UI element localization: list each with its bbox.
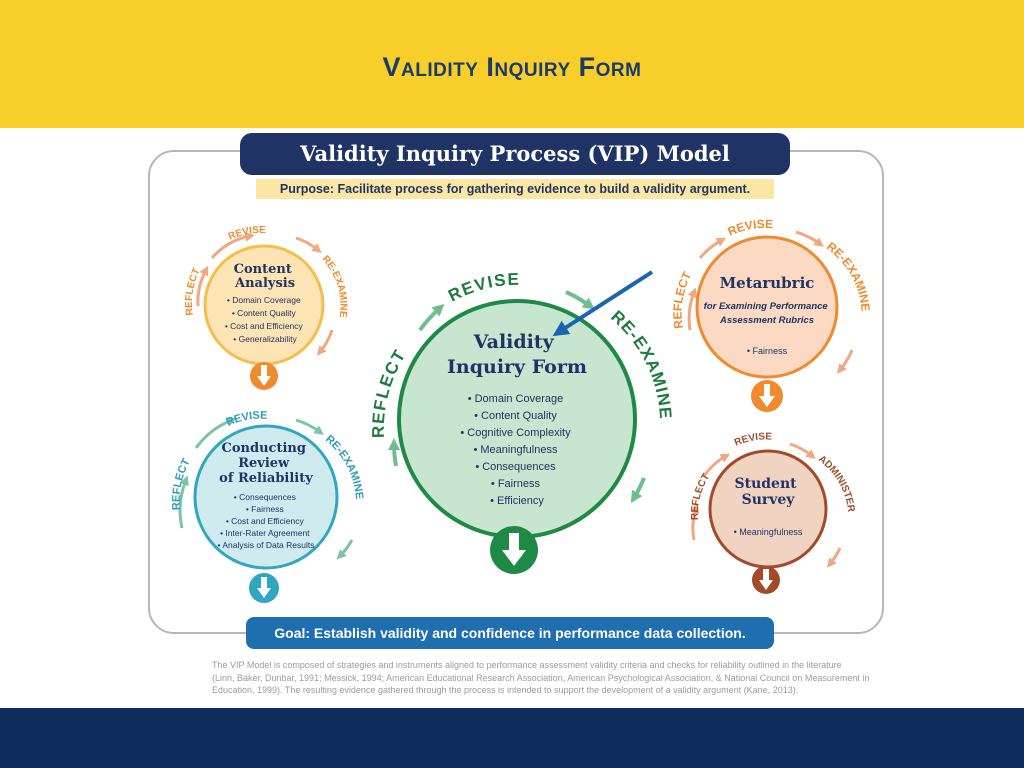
student-survey-circle [708,449,828,569]
cycle-arrow-icon [178,475,189,529]
metarubric-node: REVISE REFLECT RE-EXAMINE Metarubric for… [671,217,873,412]
reliability-node: REVISE REFLECT RE-EXAMINE Conducting Rev… [170,410,365,603]
pointer-arrow-icon [552,270,654,337]
arc-label-revise: REVISE [227,225,266,243]
footnote-line: (Linn, Baker, Dunbar, 1991; Messick, 199… [212,672,870,683]
arc-label-revise: REVISE [733,431,773,448]
circle-criteria-list: • Fairness [747,346,788,356]
cycle-arrow-icon [565,290,595,310]
header-band [0,0,1024,128]
down-arrow-icon [250,362,278,390]
cycle-arrow-icon [689,503,700,541]
metarubric-circle [695,235,839,379]
cycle-arrow-icon [196,265,209,307]
cycle-arrow-icon [698,237,727,259]
cycle-arrow-icon [316,329,334,356]
circle-title: Content Analysis [234,262,297,291]
cycle-arrow-icon [702,453,731,477]
footnote-line: Education, 1999). The resulting evidence… [212,685,799,695]
circle-title: Conducting Review of Reliability [219,441,313,486]
circle-criteria-list: • Consequences • Fairness • Cost and Eff… [218,492,315,550]
cycle-arrow-icon [630,477,646,504]
down-arrow-icon [490,526,538,574]
circle-title: Validity Inquiry Form [447,331,587,378]
goal-banner: Goal: Establish validity and confidence … [246,617,774,649]
page-title: Validity Inquiry Form [382,52,642,82]
footnote: The VIP Model is composed of strategies … [212,659,870,697]
circle-title: Metarubric [720,274,815,292]
circle-title: Student Survey [735,476,802,508]
circle-criteria-list: • Domain Coverage • Content Quality • Co… [225,295,305,344]
model-title-banner: Validity Inquiry Process (VIP) Model [240,133,790,175]
cycle-arrow-icon [826,547,842,568]
student-survey-node: REVISE REFLECT ADMINISTER Student Survey… [689,431,856,594]
footer-band [0,708,1024,768]
cycle-arrow-icon [687,287,697,331]
arc-label-revise: REVISE [726,217,774,239]
cycle-arrow-icon [295,418,324,435]
reliability-circle [193,424,339,570]
circle-criteria-list: • Meaningfulness [734,527,803,537]
circle-criteria-list: • Domain Coverage • Content Quality • Co… [460,393,573,507]
cycle-arrow-icon [795,230,824,247]
cycle-arrow-icon [388,438,401,467]
cycle-arrow-icon [194,417,237,449]
cycle-arrow-icon [418,304,445,332]
cycle-arrow-icon [836,349,854,374]
cycle-arrow-icon [295,236,322,254]
validity-form-node: REVISE REFLECT RE-EXAMINE Validity Inqui… [369,270,674,574]
cycle-arrow-icon [336,539,354,560]
arc-label-reflect: REFLECT [170,457,192,511]
cycle-arrow-icon [210,232,255,260]
down-arrow-icon [249,573,279,603]
content-analysis-node: REVISE REFLECT RE-EXAMINE Content Analys… [184,225,349,390]
footnote-line: The VIP Model is composed of strategies … [212,660,842,670]
cycle-arrow-icon [789,442,816,460]
down-arrow-icon [751,380,783,412]
circle-subtitle: for Examining Performance Assessment Rub… [704,301,831,326]
purpose-banner: Purpose: Facilitate process for gatherin… [256,179,774,199]
down-arrow-icon [752,566,780,594]
